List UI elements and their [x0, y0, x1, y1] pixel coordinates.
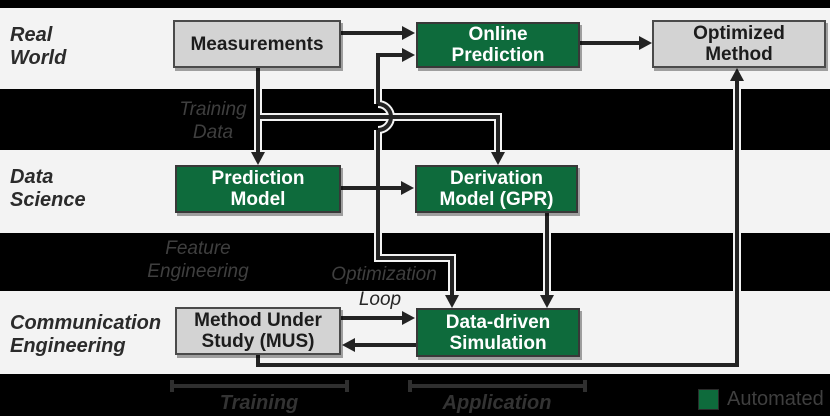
band-label-communication-engineering: Communication Engineering — [10, 312, 162, 357]
node-online-prediction-line1: Online — [468, 24, 528, 45]
arrow-training-data-to-derivation-model — [258, 115, 505, 165]
node-optimized-method-line1: Optimized — [693, 23, 785, 44]
arrow-derivation-model-to-data-driven-simulation — [540, 213, 554, 308]
automated-color-swatch — [698, 389, 719, 410]
legend-automated: Automated — [698, 388, 824, 411]
band-label-data-science: Data Science — [10, 166, 86, 211]
bracket-application — [408, 380, 587, 392]
label-training-phase: Training — [219, 392, 299, 414]
node-method-under-study: Method Under Study (MUS) — [175, 307, 341, 355]
bracket-training — [170, 380, 349, 392]
node-derivation-model: Derivation Model (GPR) — [415, 165, 578, 213]
label-application-phase: Application — [442, 392, 552, 414]
node-data-driven-simulation: Data-driven Simulation — [416, 308, 580, 357]
node-prediction-model-line2: Model — [230, 189, 286, 210]
arrow-online-prediction-to-optimized-method — [580, 36, 652, 50]
node-data-driven-simulation-line2: Simulation — [449, 332, 547, 354]
label-feature-engineering: Feature Engineering — [147, 238, 249, 282]
node-optimized-method: Optimized Method — [652, 20, 826, 68]
node-method-under-study-line2: Study (MUS) — [201, 331, 315, 352]
arrow-measurements-to-online-prediction — [341, 26, 415, 40]
node-measurements-label: Measurements — [190, 33, 324, 55]
node-measurements: Measurements — [173, 20, 341, 68]
node-prediction-model: Prediction Model — [175, 165, 341, 213]
label-training-data: Training Data — [179, 99, 247, 143]
arrow-mus-to-optimized-method — [256, 68, 744, 367]
arrow-measurements-to-prediction-model — [251, 68, 265, 165]
band-label-real-world: Real World — [10, 24, 67, 69]
node-method-under-study-line1: Method Under — [194, 310, 322, 331]
node-data-driven-simulation-line1: Data-driven — [445, 311, 551, 333]
label-loop: Loop — [358, 289, 402, 310]
node-derivation-model-line2: Model (GPR) — [439, 189, 554, 210]
node-derivation-model-line1: Derivation — [450, 168, 543, 189]
node-optimized-method-line2: Method — [705, 44, 773, 65]
node-prediction-model-line1: Prediction — [211, 168, 305, 189]
label-optimization: Optimization — [331, 264, 437, 285]
arrow-prediction-model-to-online-prediction — [376, 48, 415, 132]
band-communication-engineering — [0, 291, 830, 374]
arrow-prediction-model-to-derivation-model — [341, 181, 414, 195]
node-online-prediction: Online Prediction — [416, 22, 580, 68]
legend-label: Automated — [727, 388, 824, 410]
arrow-mus-to-data-driven-simulation — [341, 311, 415, 325]
arrow-prediction-model-to-data-driven-simulation — [376, 130, 459, 308]
node-online-prediction-line2: Prediction — [451, 45, 545, 66]
